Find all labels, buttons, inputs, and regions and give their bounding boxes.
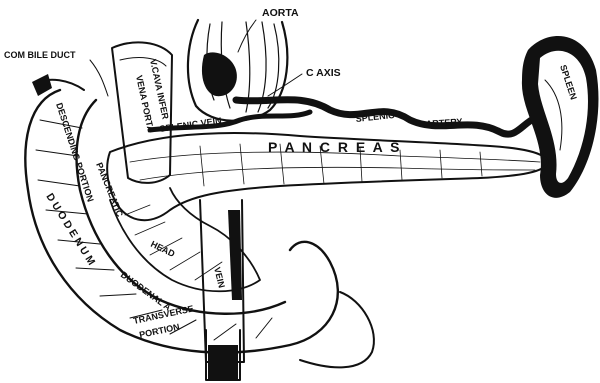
label-vein: VEIN: [212, 266, 227, 289]
label-head: HEAD: [149, 239, 177, 259]
aorta: [188, 20, 287, 121]
label-c-axis: C AXIS: [306, 67, 341, 79]
label-vena-porta: VENA PORTA: [134, 74, 156, 133]
spleen: [522, 36, 599, 198]
label-duodenum: D U O D E N U M: [43, 191, 97, 267]
label-pancreatic: PANCREATIC: [94, 161, 125, 219]
label-aorta: AORTA: [262, 7, 299, 19]
label-com-bile-duct: COM BILE DUCT: [4, 50, 76, 60]
label-portion: PORTION: [138, 322, 180, 340]
label-descending-portion: DESCENDING PORTION: [54, 102, 95, 204]
label-pancreas: P A N C R E A S: [268, 139, 401, 155]
leader-lines: [90, 20, 302, 96]
